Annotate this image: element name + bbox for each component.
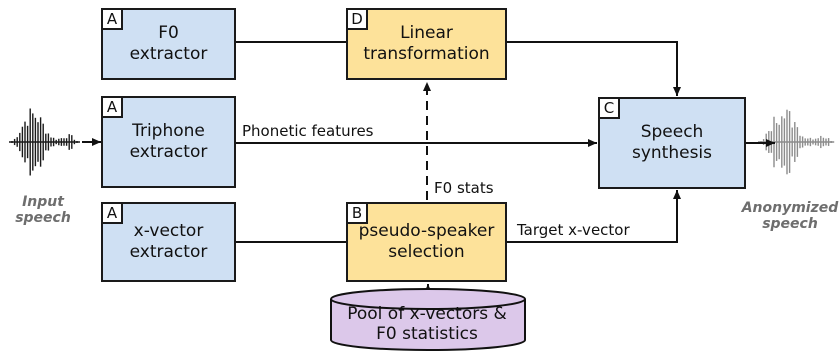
phonetic-features-label: Phonetic features bbox=[242, 122, 374, 140]
block-tag: D bbox=[346, 8, 368, 30]
block-tag: C bbox=[598, 97, 620, 119]
xvector-pool-label: Pool of x-vectors & F0 statistics bbox=[347, 304, 507, 344]
xvector-pool-database-icon bbox=[330, 288, 526, 351]
speech-synthesis-block: C Speech synthesis bbox=[598, 97, 746, 189]
input-speech-label: Input speech bbox=[15, 194, 71, 226]
triphone-extractor-block: A Triphone extractor bbox=[101, 96, 236, 188]
block-tag: A bbox=[101, 8, 123, 30]
target-xvector-label: Target x-vector bbox=[517, 221, 630, 239]
block-label: Triphone extractor bbox=[129, 121, 208, 162]
f0-extractor-block: A F0 extractor bbox=[101, 8, 236, 80]
linear-transformation-block: D Linear transformation bbox=[346, 8, 507, 80]
block-label: pseudo-speaker selection bbox=[358, 221, 495, 262]
block-label: F0 extractor bbox=[129, 23, 208, 64]
input-waveform-icon bbox=[9, 108, 80, 176]
block-tag: B bbox=[346, 202, 368, 224]
block-label: Linear transformation bbox=[363, 23, 490, 64]
block-tag: A bbox=[101, 202, 123, 224]
xvector-extractor-block: A x-vector extractor bbox=[101, 202, 236, 282]
anonymized-speech-label: Anonymized speech bbox=[741, 200, 839, 232]
target-xvector-arrow bbox=[507, 190, 681, 243]
f0-stats-label: F0 stats bbox=[434, 179, 494, 197]
block-label: x-vector extractor bbox=[129, 221, 208, 262]
block-label: Speech synthesis bbox=[631, 122, 713, 163]
linear-to-synthesis-arrow bbox=[507, 41, 681, 96]
block-tag: A bbox=[101, 96, 123, 118]
pseudo-speaker-selection-block: B pseudo-speaker selection bbox=[346, 202, 507, 282]
